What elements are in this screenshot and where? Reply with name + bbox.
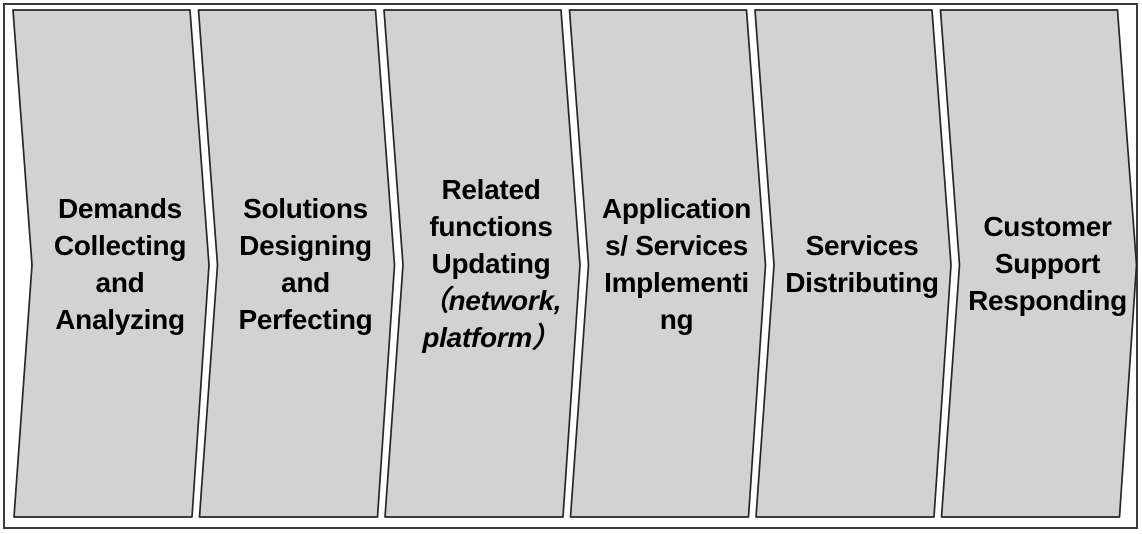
stage-4-shape-applications-services-implementing	[568, 9, 767, 518]
stage-3-shape-related-functions-updating	[383, 9, 581, 518]
stage-6-shape-customer-support-responding	[939, 9, 1138, 518]
stage-1-shape-demands-collecting-and-analyzing	[12, 9, 210, 518]
stage-5-shape-services-distributing	[754, 9, 952, 518]
stage-2-shape-solutions-designing-and-perfecting	[197, 9, 396, 518]
